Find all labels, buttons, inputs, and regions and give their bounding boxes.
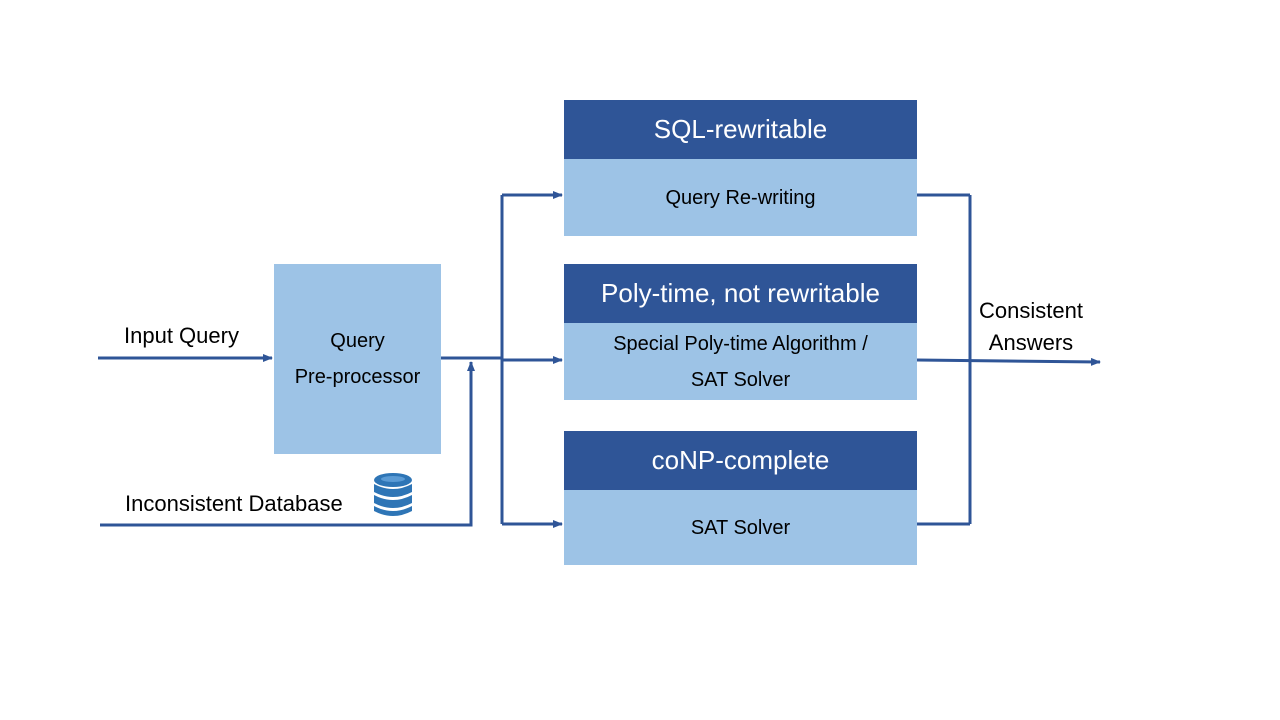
polytime-method-box: Special Poly-time Algorithm / SAT Solver [564, 323, 917, 400]
sql-rewritable-method-box: Query Re-writing [564, 159, 917, 236]
polytime-header: Poly-time, not rewritable [564, 264, 917, 323]
polytime-method-label-line2: SAT Solver [690, 368, 791, 391]
database-icon [374, 473, 412, 516]
conp-complete-method-label: SAT Solver [690, 516, 791, 539]
preprocessor-label-line1: Query [330, 330, 385, 352]
preprocessor-box: Query Pre-processor [274, 264, 441, 454]
consistent-answers-line1: Consistent [979, 298, 1083, 323]
sql-rewritable-header: SQL-rewritable [564, 100, 917, 159]
consistent-answers-label: Consistent Answers [979, 295, 1083, 359]
preprocessor-label-line2: Pre-processor [294, 366, 421, 388]
conp-complete-header: coNP-complete [564, 431, 917, 490]
output-arrow [916, 357, 1101, 366]
database-arrow [100, 361, 475, 527]
polytime-method-label-line1: Special Poly-time Algorithm / [613, 332, 868, 355]
sql-rewritable-method-label: Query Re-writing [665, 186, 816, 209]
conp-complete-method-box: SAT Solver [564, 490, 917, 565]
consistent-answers-line2: Answers [988, 330, 1074, 355]
input-query-label: Input Query [124, 323, 239, 348]
inconsistent-database-label: Inconsistent Database [125, 491, 343, 516]
